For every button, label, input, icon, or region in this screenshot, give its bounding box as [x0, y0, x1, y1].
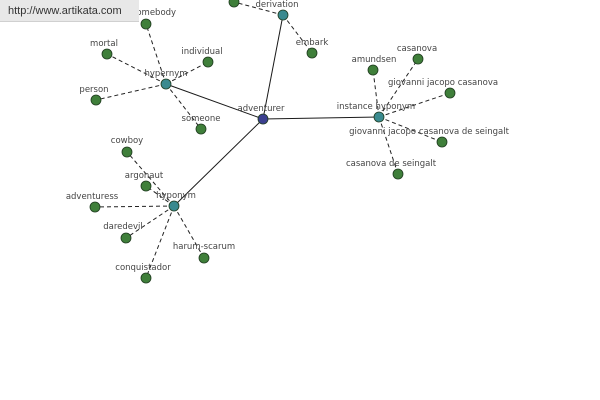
node-label-argonaut[interactable]: argonaut: [125, 171, 164, 181]
node-casanova[interactable]: [412, 53, 424, 65]
node-label-harum-scarum[interactable]: harum-scarum: [173, 242, 235, 252]
site-url-link[interactable]: http://www.artikata.com: [0, 0, 139, 22]
node-amundsen[interactable]: [367, 64, 379, 76]
edge-hypernym-somebody: [145, 23, 167, 85]
node-harum-scarum[interactable]: [198, 252, 210, 264]
edge-hypernym-individual: [165, 61, 209, 85]
node-label-adventurer[interactable]: adventurer: [237, 104, 285, 114]
node-hypernym[interactable]: [160, 78, 172, 90]
node-label-instance-hyponym[interactable]: instance hyponym: [337, 102, 415, 112]
node-label-hyponym[interactable]: hyponym: [156, 191, 196, 201]
node-derivation-top[interactable]: [228, 0, 240, 8]
edge-adventurer-hypernym: [165, 83, 264, 120]
node-mortal[interactable]: [101, 48, 113, 60]
node-giovanni-jacopo-casanova[interactable]: [444, 87, 456, 99]
node-label-amundsen[interactable]: amundsen: [352, 55, 397, 65]
edge-adventurer-derivation: [262, 14, 284, 120]
edge-instance-hyponym-casanova-de-seingalt: [378, 116, 399, 175]
edge-instance-hyponym-giovanni-jacopo-casanova-de-seingalt: [378, 116, 443, 143]
edge-instance-hyponym-giovanni-jacopo-casanova: [378, 92, 451, 118]
node-label-person[interactable]: person: [79, 85, 108, 95]
edge-derivation-embark: [282, 14, 313, 54]
edge-derivation-derivation-top: [233, 1, 284, 16]
edge-instance-hyponym-amundsen: [372, 69, 380, 118]
node-individual[interactable]: [202, 56, 214, 68]
node-argonaut[interactable]: [140, 180, 152, 192]
edge-hyponym-conquistador: [145, 205, 175, 279]
node-label-cowboy[interactable]: cowboy: [111, 136, 143, 146]
node-cowboy[interactable]: [121, 146, 133, 158]
node-label-someone[interactable]: someone: [182, 114, 221, 124]
node-embark[interactable]: [306, 47, 318, 59]
node-label-derivation[interactable]: derivation: [255, 0, 298, 10]
node-label-adventuress[interactable]: adventuress: [66, 192, 119, 202]
edge-hyponym-harum-scarum: [173, 205, 205, 259]
node-casanova-de-seingalt[interactable]: [392, 168, 404, 180]
node-label-casanova-de-seingalt[interactable]: casanova de seingalt: [346, 159, 437, 169]
edge-hyponym-argonaut: [145, 185, 175, 207]
edge-hypernym-person: [95, 83, 167, 101]
nodes-layer: adventurer derivation hypernym instance hyp…: [66, 0, 510, 284]
edge-hyponym-adventuress: [94, 205, 175, 208]
node-instance-hyponym[interactable]: [373, 111, 385, 123]
node-giovanni-jacopo-casanova-de-seingalt[interactable]: [436, 136, 448, 148]
edges-layer: [94, 1, 451, 279]
node-label-embark[interactable]: embark: [296, 38, 329, 48]
node-label-hypernym[interactable]: hypernym: [144, 69, 187, 79]
node-label-mortal[interactable]: mortal: [90, 39, 118, 49]
node-conquistador[interactable]: [140, 272, 152, 284]
node-label-giovanni-jacopo-casanova-de-seingalt[interactable]: giovanni jacopo casanova de seingalt: [349, 127, 510, 137]
node-label-casanova[interactable]: casanova: [397, 44, 437, 54]
node-somebody[interactable]: [140, 18, 152, 30]
node-daredevil[interactable]: [120, 232, 132, 244]
edge-hyponym-cowboy: [126, 151, 175, 207]
edge-adventurer-hyponym: [173, 118, 264, 207]
node-label-giovanni-jacopo-casanova[interactable]: giovanni jacopo casanova: [388, 78, 498, 88]
node-derivation[interactable]: [277, 9, 289, 21]
node-adventuress[interactable]: [89, 201, 101, 213]
node-hyponym[interactable]: [168, 200, 180, 212]
edge-instance-hyponym-casanova: [378, 58, 419, 118]
node-label-individual[interactable]: individual: [181, 47, 222, 57]
edge-adventurer-instance-hyponym: [262, 116, 380, 120]
node-label-somebody[interactable]: somebody: [132, 8, 176, 18]
node-label-daredevil[interactable]: daredevil: [103, 222, 143, 232]
node-someone[interactable]: [195, 123, 207, 135]
edge-hypernym-someone: [165, 83, 202, 130]
node-person[interactable]: [90, 94, 102, 106]
node-label-conquistador[interactable]: conquistador: [115, 263, 171, 273]
edge-hyponym-daredevil: [125, 205, 175, 239]
node-adventurer[interactable]: [257, 113, 269, 125]
